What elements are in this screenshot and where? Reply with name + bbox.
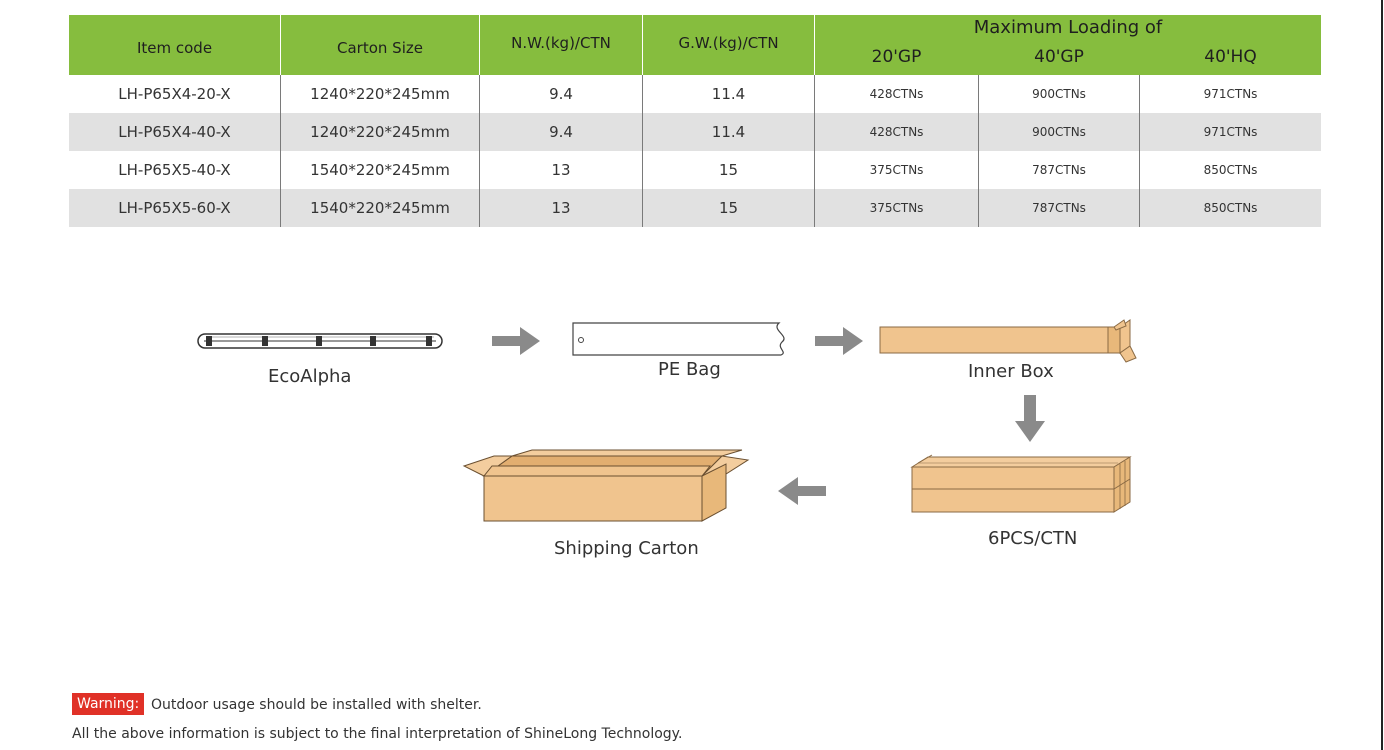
row-divider — [479, 189, 480, 227]
cell-carton-size: 1240*220*245mm — [310, 123, 450, 141]
header-gross-weight: G.W.(kg)/CTN — [678, 34, 779, 52]
cell-item-code: LH-P65X4-20-X — [118, 85, 231, 103]
step-6pcs-label: 6PCS/CTN — [988, 528, 1078, 549]
warning-badge: Warning: — [72, 693, 145, 715]
warning-text: Outdoor usage should be installed with s… — [151, 697, 482, 713]
cell-item-code: LH-P65X5-40-X — [118, 161, 231, 179]
row-divider — [1139, 113, 1140, 151]
cell-40hq: 971CTNs — [1203, 125, 1258, 139]
row-divider — [978, 75, 979, 113]
cell-20gp: 375CTNs — [869, 201, 924, 215]
cell-40gp: 900CTNs — [1032, 125, 1086, 139]
row-divider — [814, 151, 815, 189]
step-ecoalpha-label: EcoAlpha — [268, 366, 352, 387]
ecoalpha-fixture-icon — [197, 333, 443, 349]
row-divider — [1139, 151, 1140, 189]
header-max-loading: Maximum Loading of — [973, 17, 1163, 38]
table-row: LH-P65X4-20-X 1240*220*245mm 9.4 11.4 42… — [69, 75, 1321, 113]
row-divider — [1139, 189, 1140, 227]
header-divider — [280, 15, 281, 75]
row-divider — [642, 151, 643, 189]
row-divider — [280, 189, 281, 227]
header-divider — [642, 15, 643, 75]
row-divider — [642, 189, 643, 227]
cell-40hq: 850CTNs — [1203, 163, 1258, 177]
cell-40gp: 900CTNs — [1032, 87, 1086, 101]
arrow-right-icon — [492, 327, 540, 355]
page-edge-rule — [1381, 0, 1383, 750]
row-divider — [814, 113, 815, 151]
header-net-weight: N.W.(kg)/CTN — [511, 34, 611, 52]
row-divider — [814, 75, 815, 113]
arrow-down-icon — [1015, 395, 1045, 442]
header-40gp: 40'GP — [1034, 47, 1084, 67]
cell-20gp: 375CTNs — [869, 163, 924, 177]
cell-item-code: LH-P65X5-60-X — [118, 199, 231, 217]
cell-40gp: 787CTNs — [1032, 163, 1086, 177]
row-divider — [479, 75, 480, 113]
row-divider — [479, 151, 480, 189]
row-divider — [642, 113, 643, 151]
cell-net-weight: 13 — [551, 199, 571, 217]
row-divider — [642, 75, 643, 113]
step-pe-bag-label: PE Bag — [658, 359, 721, 380]
cell-item-code: LH-P65X4-40-X — [118, 123, 231, 141]
cell-40hq: 850CTNs — [1203, 201, 1258, 215]
cell-net-weight: 9.4 — [549, 85, 573, 103]
row-divider — [280, 75, 281, 113]
six-pcs-stack-icon — [910, 454, 1132, 513]
row-divider — [978, 151, 979, 189]
header-divider — [479, 15, 480, 75]
table-row: LH-P65X5-60-X 1540*220*245mm 13 15 375CT… — [69, 189, 1321, 227]
arrow-left-icon — [778, 477, 826, 505]
header-carton-size: Carton Size — [337, 39, 423, 57]
row-divider — [479, 113, 480, 151]
row-divider — [280, 151, 281, 189]
cell-40hq: 971CTNs — [1203, 87, 1258, 101]
cell-net-weight: 9.4 — [549, 123, 573, 141]
row-divider — [978, 113, 979, 151]
cell-20gp: 428CTNs — [869, 125, 924, 139]
step-inner-box-label: Inner Box — [968, 361, 1054, 382]
cell-gross-weight: 11.4 — [711, 123, 746, 141]
cell-carton-size: 1240*220*245mm — [310, 85, 450, 103]
header-divider — [814, 15, 815, 75]
cell-40gp: 787CTNs — [1032, 201, 1086, 215]
row-divider — [978, 189, 979, 227]
pe-bag-icon — [572, 322, 785, 356]
table-row: LH-P65X4-40-X 1240*220*245mm 9.4 11.4 42… — [69, 113, 1321, 151]
header-40hq: 40'HQ — [1204, 47, 1257, 67]
loading-table: Item code Carton Size N.W.(kg)/CTN G.W.(… — [69, 15, 1321, 227]
arrow-right-icon — [815, 327, 863, 355]
row-divider — [1139, 75, 1140, 113]
inner-box-icon — [879, 319, 1137, 363]
step-shipping-carton-label: Shipping Carton — [554, 538, 699, 559]
table-row: LH-P65X5-40-X 1540*220*245mm 13 15 375CT… — [69, 151, 1321, 189]
cell-20gp: 428CTNs — [869, 87, 924, 101]
cell-gross-weight: 15 — [718, 161, 739, 179]
row-divider — [814, 189, 815, 227]
cell-carton-size: 1540*220*245mm — [310, 161, 450, 179]
cell-net-weight: 13 — [551, 161, 571, 179]
disclaimer-text: All the above information is subject to … — [72, 726, 683, 742]
table-header: Item code Carton Size N.W.(kg)/CTN G.W.(… — [69, 15, 1321, 75]
cell-carton-size: 1540*220*245mm — [310, 199, 450, 217]
header-20gp: 20'GP — [871, 47, 922, 67]
shipping-carton-icon — [462, 449, 750, 522]
cell-gross-weight: 11.4 — [711, 85, 746, 103]
cell-gross-weight: 15 — [718, 199, 739, 217]
header-item-code: Item code — [136, 39, 213, 57]
row-divider — [280, 113, 281, 151]
